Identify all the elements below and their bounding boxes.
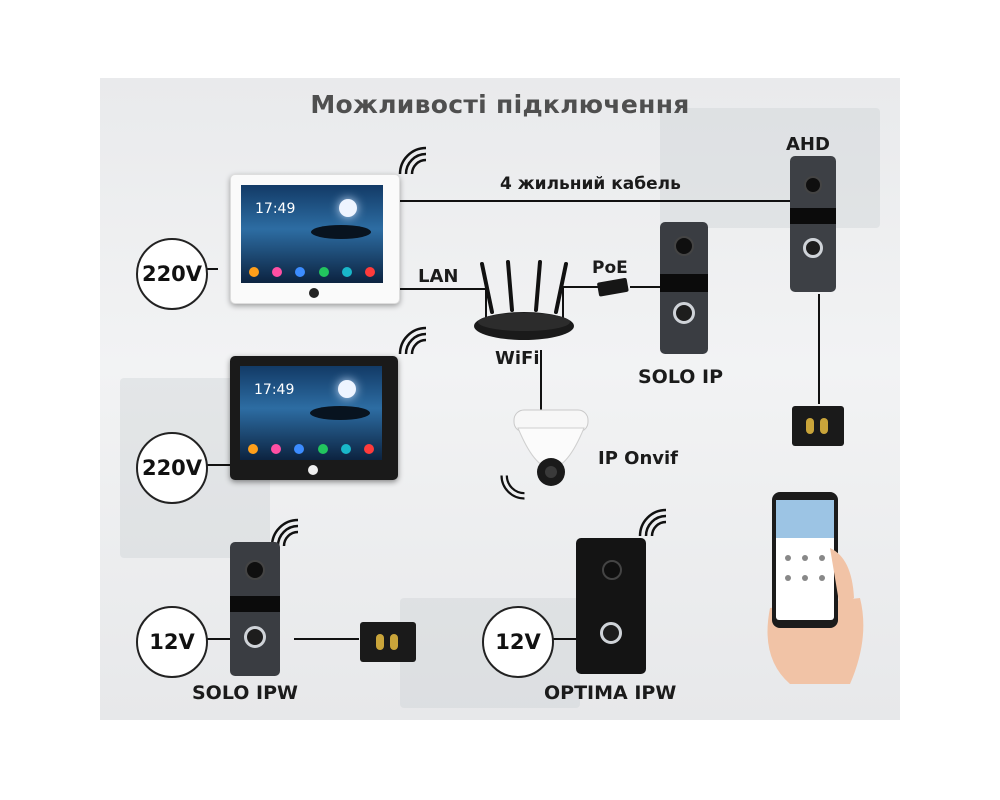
solo-ipw-label: SOLO IPW <box>192 682 298 704</box>
power-badge-220v: 220V <box>136 432 208 504</box>
call-button-icon <box>803 238 823 258</box>
wifi-camera-line <box>540 350 542 412</box>
wifi-label: WiFi <box>495 348 540 369</box>
ip-camera-icon <box>513 409 589 486</box>
brand-logo-icon <box>309 288 319 298</box>
call-button-icon <box>600 622 622 644</box>
wifi-signal-icon <box>398 146 427 175</box>
cable-label: 4 жильний кабель <box>500 174 681 194</box>
poe-injector-icon <box>597 278 629 297</box>
power-badge-12v: 12V <box>482 606 554 678</box>
ahd-panel <box>790 156 836 292</box>
power-line <box>548 638 576 640</box>
panel-strip <box>660 274 708 292</box>
island-icon <box>311 225 371 239</box>
power-badge-12v: 12V <box>136 606 208 678</box>
power-line <box>200 464 230 466</box>
white-monitor: 17:49 <box>230 174 400 304</box>
camera-lens-icon <box>602 560 622 580</box>
smartphone-icon <box>767 492 864 684</box>
lan-line <box>485 288 487 318</box>
solo-ip-label: SOLO IP <box>638 366 724 388</box>
island-icon <box>310 406 370 420</box>
poe-label: PoE <box>592 258 628 278</box>
app-icons <box>248 444 374 454</box>
camera-lens-icon <box>804 176 822 194</box>
solo-ip-panel <box>660 222 708 354</box>
electric-lock-icon <box>360 622 416 662</box>
monitor-screen: 17:49 <box>240 366 382 460</box>
panel-strip <box>230 596 280 612</box>
monitor-screen: 17:49 <box>241 185 383 283</box>
brand-logo-icon <box>308 465 318 475</box>
ahd-lock-line <box>818 294 820 404</box>
app-icons <box>249 267 375 277</box>
ip-onvif-label: IP Onvif <box>598 448 679 469</box>
camera-lens-icon <box>674 236 694 256</box>
power-badge-220v: 220V <box>136 238 208 310</box>
camera-lens-icon <box>245 560 265 580</box>
poe-line <box>630 286 660 288</box>
wifi-signal-icon <box>638 508 667 537</box>
diagram-title: Можливості підключення <box>310 90 690 119</box>
diagram-canvas: Можливості підключення 4 жильний кабель … <box>100 78 900 720</box>
wifi-signal-icon <box>398 326 427 355</box>
solo-ipw-panel <box>230 542 280 676</box>
monitor-clock: 17:49 <box>254 382 295 398</box>
moon-icon <box>339 199 357 217</box>
monitor-clock: 17:49 <box>255 201 296 217</box>
power-line <box>202 638 230 640</box>
optima-ipw-label: OPTIMA IPW <box>544 682 677 704</box>
wifi-signal-icon <box>500 475 525 500</box>
optima-ipw-panel <box>576 538 646 674</box>
moon-icon <box>338 380 356 398</box>
background-shape <box>660 108 880 228</box>
electric-lock-icon <box>792 406 844 446</box>
lan-line <box>400 288 485 290</box>
router-icon <box>474 260 574 340</box>
cable-line <box>400 200 792 202</box>
call-button-icon <box>673 302 695 324</box>
lock-line <box>294 638 359 640</box>
ahd-label: AHD <box>786 134 830 155</box>
panel-strip <box>790 208 836 224</box>
poe-line <box>562 286 598 288</box>
call-button-icon <box>244 626 266 648</box>
lan-label: LAN <box>418 266 459 287</box>
poe-line <box>562 286 564 318</box>
black-monitor: 17:49 <box>230 356 398 480</box>
